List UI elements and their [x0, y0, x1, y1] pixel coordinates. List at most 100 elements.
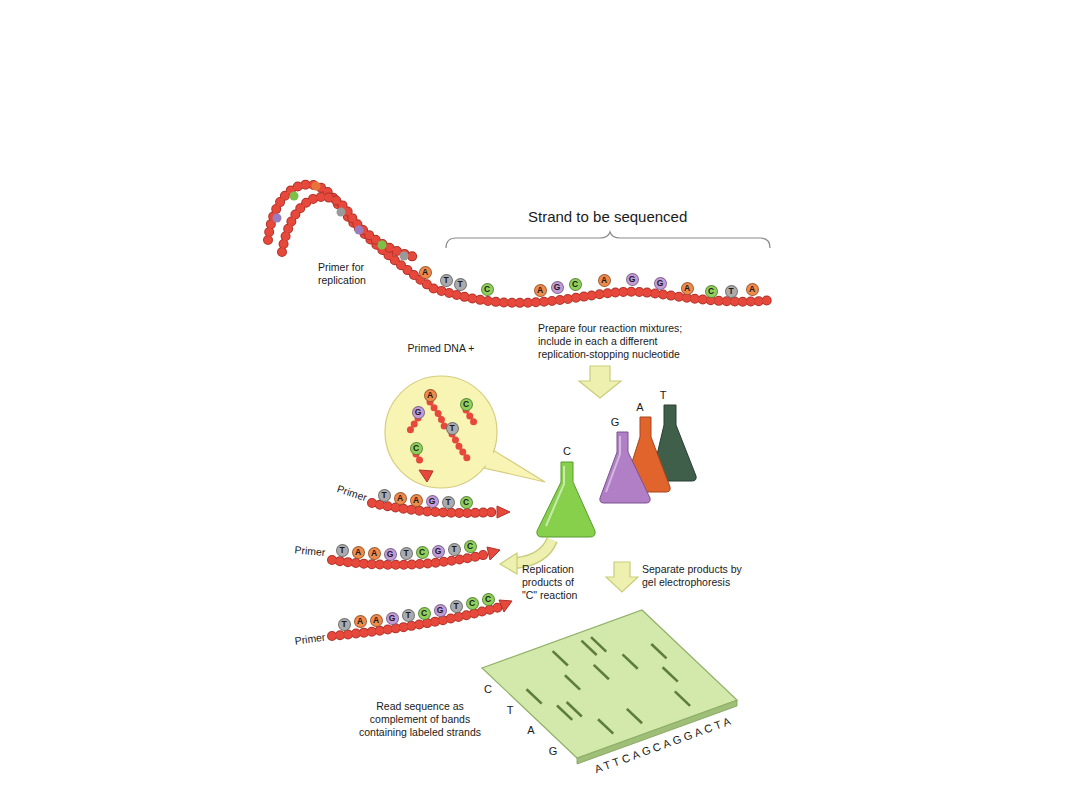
nucleotide-bead: A — [370, 614, 383, 627]
nucleotide-bead: A — [354, 615, 367, 628]
nucleotide-bead: C — [418, 607, 431, 620]
primer-label: Primer — [335, 482, 368, 504]
flask-label: A — [636, 401, 643, 414]
gel-bands — [505, 623, 710, 744]
gel-band — [567, 702, 582, 716]
bracket — [446, 232, 770, 248]
base-pair — [378, 241, 387, 250]
gel-band — [627, 709, 642, 723]
nucleotide-bead: G — [654, 277, 667, 290]
flask-label: T — [660, 389, 667, 402]
bead-chain — [268, 185, 772, 303]
product-chain-outline — [332, 607, 500, 636]
bubble — [385, 376, 497, 488]
bead-chain-outline — [268, 185, 772, 303]
nucleotide-bead: G — [551, 281, 564, 294]
nucleotide-bead: A — [681, 282, 694, 295]
primer-chain-outline — [282, 197, 418, 258]
nucleotide-bead: T — [338, 618, 351, 631]
lane-label: A — [527, 724, 534, 737]
nucleotide-bead: C — [466, 597, 479, 610]
nucleotide-bead: T — [454, 278, 467, 291]
flask-g — [600, 432, 650, 503]
base-pair — [273, 214, 282, 223]
flask-label: G — [611, 416, 620, 429]
flasks — [537, 405, 696, 537]
nucleotide-bead: G — [432, 545, 445, 558]
gel-band — [651, 644, 666, 658]
nucleotide-bead: T — [446, 422, 459, 435]
nucleotide-bead: C — [416, 546, 429, 559]
gel-band — [591, 637, 606, 651]
process-arrow-head — [500, 553, 517, 574]
nucleotide-bead: A — [598, 274, 611, 287]
chain-terminator — [487, 547, 500, 560]
nucleotide-bead: A — [394, 492, 407, 505]
base-pair — [312, 182, 321, 191]
product-chain — [332, 607, 500, 636]
dna-helix — [268, 182, 772, 303]
nucleotide-bead: T — [450, 600, 463, 613]
gel-band — [623, 654, 638, 668]
process-arrow-outline — [516, 540, 552, 563]
nucleotide-bead: A — [534, 284, 547, 297]
chain-terminator — [419, 470, 433, 482]
flask-label: C — [563, 445, 571, 458]
process-arrow — [606, 562, 638, 592]
flask-c — [537, 462, 595, 537]
gel-band — [557, 706, 572, 720]
nucleotide-bead: T — [336, 544, 349, 557]
nucleotide-bead: A — [368, 547, 381, 560]
lane-label: C — [484, 683, 492, 696]
nucleotide-bead: A — [746, 283, 759, 296]
molecule — [430, 402, 445, 428]
sequence-readout: ATTCAGCAGGACTA — [593, 714, 735, 777]
bubble-join — [485, 450, 497, 466]
nucleotide-bead: C — [460, 398, 473, 411]
nucleotide-bead: G — [426, 495, 439, 508]
nucleotide-bead: G — [412, 406, 425, 419]
nucleotide-bead: T — [448, 543, 461, 556]
replication-products — [332, 503, 512, 636]
step-note: Replication products of "C" reaction — [522, 563, 590, 601]
nucleotide-bead: C — [705, 285, 718, 298]
chain-terminator — [499, 600, 512, 612]
nucleotide-bead: C — [410, 442, 423, 455]
gel-band — [663, 667, 678, 681]
bubble-tail — [484, 450, 545, 482]
step-note: Read sequence as complement of bands con… — [355, 700, 485, 738]
nucleotide-bead: T — [402, 609, 415, 622]
nucleotide-bead: T — [440, 274, 453, 287]
step-note: Prepare four reaction mixtures; include … — [538, 322, 710, 360]
nucleotide-molecules — [409, 402, 475, 466]
nucleotide-bead: A — [410, 494, 423, 507]
molecule — [466, 410, 475, 424]
gel-band — [594, 665, 609, 679]
molecule — [452, 434, 467, 458]
glass-highlight — [546, 466, 564, 526]
nucleotide-bead: T — [442, 496, 455, 509]
callout-bubble: Primed DNA + — [385, 342, 497, 488]
nucleotide-bead: T — [400, 547, 413, 560]
chain-terminator — [497, 506, 510, 518]
base-pair — [400, 252, 409, 261]
gel-band — [527, 689, 542, 703]
nucleotide-bead: G — [626, 273, 639, 286]
nucleotide-bead: A — [352, 546, 365, 559]
primer-label: Primer — [294, 631, 326, 648]
lane-label: T — [507, 704, 514, 717]
molecule — [409, 418, 418, 432]
strand-heading: Strand to be sequenced — [528, 208, 687, 226]
node-text: Primed DNA + — [406, 342, 476, 355]
molecule — [416, 454, 423, 466]
nucleotide-bead: T — [725, 285, 738, 298]
lane-label: G — [549, 745, 558, 758]
nucleotide-bead: G — [386, 612, 399, 625]
bubble-outline — [385, 342, 497, 488]
nucleotide-bead: C — [481, 283, 494, 296]
nucleotide-bead: G — [384, 548, 397, 561]
nucleotide-bead: C — [569, 278, 582, 291]
process-arrow — [579, 366, 621, 398]
